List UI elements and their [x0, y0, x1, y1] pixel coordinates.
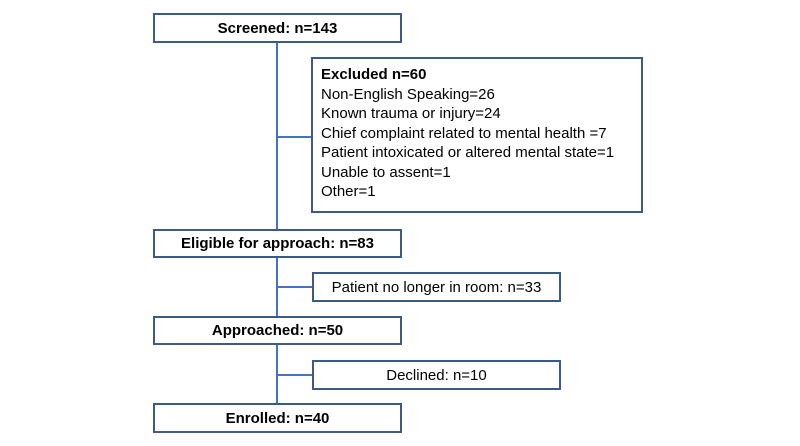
enrolled-label: Enrolled: n=40 — [225, 409, 330, 427]
excluded-title: Excluded n=60 — [321, 66, 427, 83]
excluded-reason: Known trauma or injury=24 — [321, 105, 501, 122]
screened-label: Screened: n=143 — [217, 19, 338, 37]
approached-label: Approached: n=50 — [211, 322, 344, 339]
excluded-reason: Chief complaint related to mental health… — [321, 124, 607, 142]
excluded-reason: Non-English Speaking=26 — [321, 85, 495, 103]
excluded-box: Excluded n=60 Non-English Speaking=26 Kn… — [311, 57, 643, 213]
connector-excluded — [276, 136, 312, 138]
no-longer-in-room-label: Patient no longer in room: n=33 — [331, 278, 542, 296]
no-longer-in-room-box: Patient no longer in room: n=33 — [312, 272, 561, 302]
declined-label: Declined: n=10 — [386, 366, 487, 384]
excluded-reason: Unable to assent=1 — [321, 163, 451, 181]
declined-box: Declined: n=10 — [312, 360, 561, 390]
connector-no-longer-in-room — [276, 286, 313, 288]
approached-box: Approached: n=50 — [153, 316, 402, 345]
connector-main-1 — [276, 42, 278, 229]
eligible-label: Eligible for approach: n=83 — [181, 235, 374, 252]
excluded-reason: Patient intoxicated or altered mental st… — [321, 144, 615, 161]
screened-box: Screened: n=143 — [153, 13, 402, 43]
excluded-reason: Other=1 — [321, 183, 376, 200]
eligible-box: Eligible for approach: n=83 — [153, 229, 402, 258]
connector-declined — [276, 374, 313, 376]
enrolled-box: Enrolled: n=40 — [153, 403, 402, 433]
